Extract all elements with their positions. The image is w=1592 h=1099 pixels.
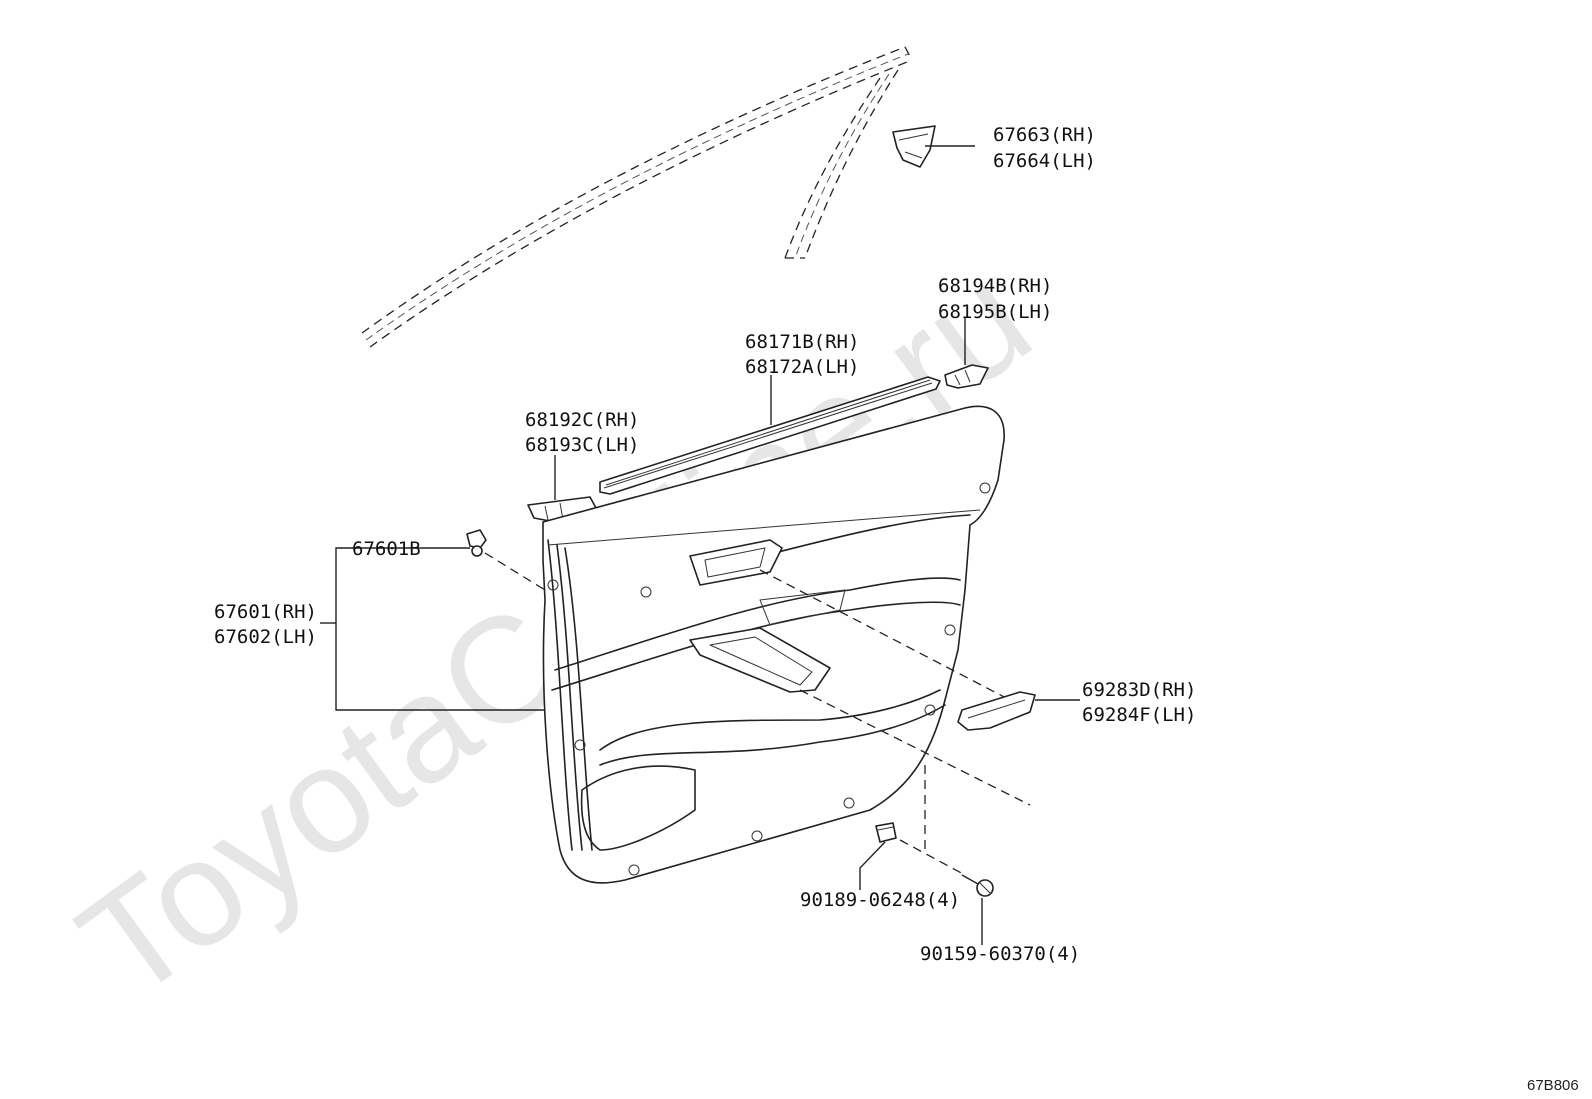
part-label-68192c-rh: 68192C(RH) bbox=[525, 409, 639, 431]
nut-90189-part bbox=[859, 822, 897, 890]
part-label-68194b-rh: 68194B(RH) bbox=[938, 275, 1052, 297]
part-label-68172a-lh: 68172A(LH) bbox=[745, 356, 859, 378]
part-label-67663-rh: 67663(RH) bbox=[993, 124, 1096, 146]
belt-moulding-part bbox=[599, 375, 941, 495]
part-label-90189: 90189-06248(4) bbox=[800, 889, 960, 911]
part-label-67602-lh: 67602(LH) bbox=[214, 626, 317, 648]
part-label-69284f-lh: 69284F(LH) bbox=[1082, 704, 1196, 726]
door-frame-phantom bbox=[361, 46, 913, 348]
part-label-68171b-rh: 68171B(RH) bbox=[745, 331, 859, 353]
part-label-69283d-rh: 69283D(RH) bbox=[1082, 679, 1196, 701]
clip-67601b-part bbox=[427, 529, 546, 591]
part-label-67664-lh: 67664(LH) bbox=[993, 150, 1096, 172]
trim-panel-bracket bbox=[320, 547, 545, 711]
part-label-67601b: 67601B bbox=[352, 538, 421, 560]
part-label-67601-rh: 67601(RH) bbox=[214, 601, 317, 623]
pull-handle-cover-part bbox=[957, 691, 1080, 731]
diagram-code: 67B806 bbox=[1527, 1077, 1579, 1094]
belt-clip-right-part bbox=[944, 317, 989, 389]
part-label-90159: 90159-60370(4) bbox=[920, 943, 1080, 965]
door-trim-panel bbox=[542, 405, 1031, 884]
screw-90159-part bbox=[961, 874, 994, 945]
corner-cover-part bbox=[892, 125, 975, 168]
part-label-68195b-lh: 68195B(LH) bbox=[938, 301, 1052, 323]
part-label-68193c-lh: 68193C(LH) bbox=[525, 434, 639, 456]
